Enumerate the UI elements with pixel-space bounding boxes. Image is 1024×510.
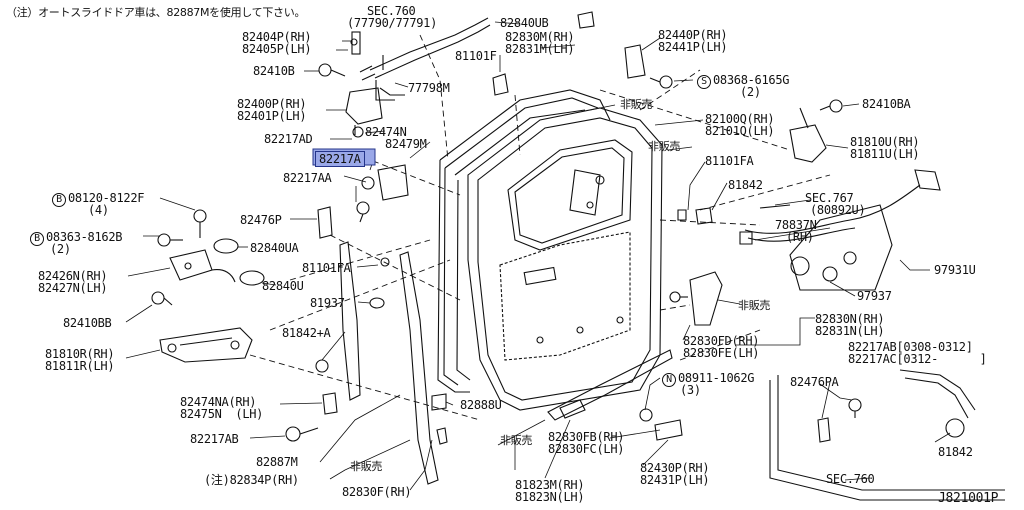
label-82887m[interactable]: 82887M <box>256 455 298 469</box>
label-82830m[interactable]: 82830M(RH) <box>505 30 575 44</box>
label-82441p[interactable]: 82441P(LH) <box>658 40 728 54</box>
label-82440p[interactable]: 82440P(RH) <box>658 28 728 42</box>
body-outline <box>769 369 1005 501</box>
bolt-b-circle-icon: B <box>52 193 66 207</box>
label-97937[interactable]: 97937 <box>857 289 892 303</box>
lower-hinge <box>159 327 253 363</box>
label-81101fa-right[interactable]: 81101FA <box>705 154 754 168</box>
label-81810u[interactable]: 81810U(RH) <box>850 135 920 149</box>
label-82475n[interactable]: 82475N (LH) <box>180 407 264 421</box>
label-82400p[interactable]: 82400P(RH) <box>237 97 307 111</box>
label-82830fe[interactable]: 82830FE(LH) <box>683 346 760 360</box>
label-82217ac-right[interactable]: 82217AC[0312- ] <box>848 352 987 366</box>
label-not-sold-5: 非販売 <box>500 434 533 447</box>
label-not-sold-2: 非販売 <box>620 98 653 111</box>
label-82404p[interactable]: 82404P(RH) <box>242 30 312 44</box>
label-sec760-top-sub[interactable]: (77790/77791) <box>347 16 438 30</box>
label-82474na[interactable]: 82474NA(RH) <box>180 395 257 409</box>
lock-cables <box>739 169 941 291</box>
label-81842a[interactable]: 81842+A <box>282 326 331 340</box>
label-81842-bottom-right[interactable]: 81842 <box>938 445 973 459</box>
label-78837n[interactable]: 78837N <box>775 218 817 232</box>
label-82830fb[interactable]: 82830FB(RH) <box>548 430 625 444</box>
label-81823m[interactable]: 81823M(RH) <box>515 478 585 492</box>
label-82830n[interactable]: 82830N(RH) <box>815 312 885 326</box>
dashed-lines <box>249 34 831 421</box>
center-hinge <box>169 238 265 286</box>
label-82401p[interactable]: 82401P(LH) <box>237 109 307 123</box>
diagram-id: J821001P <box>938 491 999 506</box>
label-08363-qty: (2) <box>50 242 71 256</box>
upper-rail <box>359 17 491 101</box>
label-82830f[interactable]: 82830F(RH) <box>342 485 412 499</box>
label-08368-qty: (2) <box>740 85 761 99</box>
label-82430p[interactable]: 82430P(RH) <box>640 461 710 475</box>
footnote: （注）オートスライドドア車は、82887Mを使用して下さい。 <box>6 6 306 19</box>
label-82479m[interactable]: 82479M <box>385 137 427 151</box>
label-sec760-top[interactable]: SEC.760 <box>367 4 416 18</box>
label-82405p[interactable]: 82405P(LH) <box>242 42 312 56</box>
pillar-seals <box>315 164 447 485</box>
label-82217aa[interactable]: 82217AA <box>283 171 332 185</box>
label-81823n[interactable]: 81823N(LH) <box>515 490 585 504</box>
label-82840ua[interactable]: 82840UA <box>250 241 299 255</box>
label-82840ub[interactable]: 82840UB <box>500 16 549 30</box>
label-82410b[interactable]: 82410B <box>253 64 295 78</box>
label-08911-qty: (3) <box>680 383 701 397</box>
label-82830fc[interactable]: 82830FC(LH) <box>548 442 625 456</box>
bolt-b-circle-icon: B <box>30 232 44 246</box>
label-not-sold-4: 非販売 <box>738 299 771 312</box>
leader-lines <box>125 21 951 491</box>
label-82831m[interactable]: 82831M(LH) <box>505 42 575 56</box>
label-82840u[interactable]: 82840U <box>262 279 304 293</box>
label-81937[interactable]: 81937 <box>310 296 345 310</box>
label-97931u[interactable]: 97931U <box>934 263 976 277</box>
nut-n-circle-icon: N <box>662 373 676 387</box>
label-sec760-bottom[interactable]: SEC.760 <box>826 472 875 486</box>
label-81842-mid[interactable]: 81842 <box>728 178 763 192</box>
label-82101q[interactable]: 82101Q(LH) <box>705 124 775 138</box>
label-82431p[interactable]: 82431P(LH) <box>640 473 710 487</box>
label-82410bb[interactable]: 82410BB <box>63 316 112 330</box>
label-82831n[interactable]: 82831N(LH) <box>815 324 885 338</box>
label-82476p[interactable]: 82476P <box>240 213 282 227</box>
label-82217a-highlighted[interactable]: 82217A <box>315 151 365 167</box>
label-82217ad[interactable]: 82217AD <box>264 132 313 146</box>
label-82834p[interactable]: (注)82834P(RH) <box>204 473 299 487</box>
label-08120-qty: (4) <box>88 203 109 217</box>
label-82427n[interactable]: 82427N(LH) <box>38 281 108 295</box>
upper-hinge <box>345 31 383 138</box>
bolts <box>151 63 862 442</box>
label-82830fd[interactable]: 82830FD(RH) <box>683 334 760 348</box>
label-82888u[interactable]: 82888U <box>460 398 502 412</box>
label-82217ab-right[interactable]: 82217AB[0308-0312] <box>848 340 973 354</box>
label-82217ab[interactable]: 82217AB <box>190 432 239 446</box>
label-81810r[interactable]: 81810R(RH) <box>45 347 115 361</box>
screw-s-circle-icon: S <box>697 75 711 89</box>
label-78837n-sub[interactable]: (RH) <box>786 230 814 244</box>
label-81101fa-left[interactable]: 81101FA <box>302 261 351 275</box>
clips <box>436 11 713 445</box>
right-upper-hinge <box>624 44 827 163</box>
lower-rail <box>547 271 723 441</box>
label-81101f[interactable]: 81101F <box>455 49 497 63</box>
weatherstrip <box>437 89 611 393</box>
door-panel <box>467 107 663 411</box>
label-82410ba[interactable]: 82410BA <box>862 97 911 111</box>
label-82476pa[interactable]: 82476PA <box>790 375 839 389</box>
label-81811u[interactable]: 81811U(LH) <box>850 147 920 161</box>
label-not-sold-3: 非販売 <box>648 140 681 153</box>
label-77798m[interactable]: 77798M <box>408 81 450 95</box>
label-82474n[interactable]: 82474N <box>365 125 407 139</box>
label-sec767-sub[interactable]: (80892U) <box>810 203 866 217</box>
label-82426n[interactable]: 82426N(RH) <box>38 269 108 283</box>
label-82100q[interactable]: 82100Q(RH) <box>705 112 775 126</box>
label-not-sold-1: 非販売 <box>350 460 383 473</box>
label-81811r[interactable]: 81811R(LH) <box>45 359 115 373</box>
label-sec767[interactable]: SEC.767 <box>805 191 854 205</box>
